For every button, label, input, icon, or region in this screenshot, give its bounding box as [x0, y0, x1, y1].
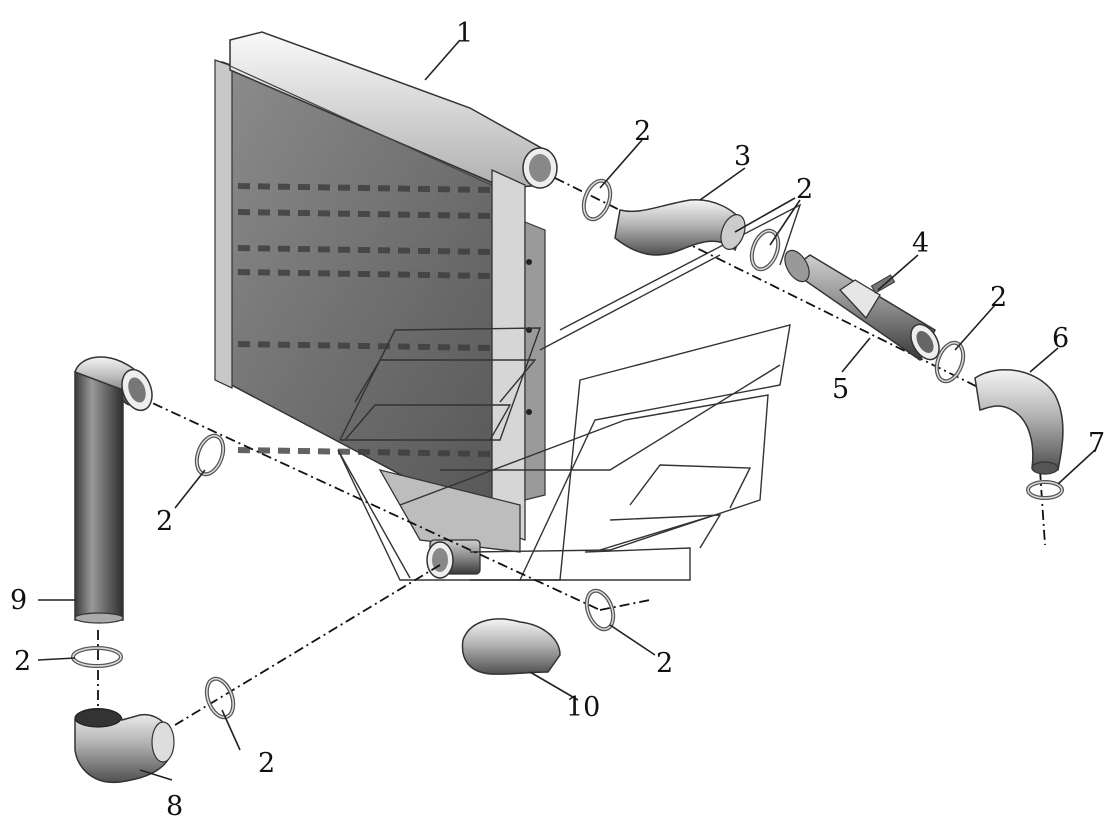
label-clamp: 2 [990, 282, 1007, 313]
label-end-clamp: 7 [1088, 428, 1105, 459]
radiator-side-plate [491, 168, 526, 541]
clamp-upper-left [581, 178, 613, 222]
label-clamp: 2 [14, 646, 31, 677]
label-sensor: 4 [912, 228, 929, 259]
clamp-upper-right [934, 340, 966, 384]
radiator-fin-rows [237, 183, 491, 457]
hose-clamps [71, 178, 1064, 720]
label-clamp: 2 [258, 748, 275, 779]
metal-pipe [784, 249, 940, 362]
sensor [870, 274, 896, 294]
clamp-end [1026, 480, 1064, 500]
bracket-outlines [337, 203, 802, 581]
radiator-left-frame [214, 59, 233, 389]
label-elbow-hose: 6 [1052, 323, 1069, 354]
label-short-elbow: 10 [566, 692, 600, 723]
short-elbow [461, 618, 561, 675]
callout-labels: 1 2 3 2 4 2 6 5 7 2 9 2 2 10 2 8 [10, 18, 1105, 822]
label-clamp: 2 [634, 116, 651, 147]
radiator-bottom-tank [378, 468, 521, 553]
label-radiator: 1 [456, 18, 473, 49]
vertical-pipe [74, 356, 153, 624]
clamp-bottom-right [584, 588, 616, 632]
label-clamp: 2 [156, 506, 173, 537]
label-pipe: 5 [832, 374, 849, 405]
clamp-left-upper [194, 433, 226, 477]
label-upper-hose: 3 [734, 141, 751, 172]
elbow-hose [974, 369, 1064, 475]
radiator [214, 31, 558, 579]
label-clamp: 2 [656, 648, 673, 679]
leader-lines [37, 39, 1096, 781]
label-lower-elbow: 8 [166, 791, 183, 822]
clamp-upper-mid [749, 228, 781, 272]
clamp-left-lower [71, 646, 123, 668]
label-clamp: 2 [796, 174, 813, 205]
clamp-bottom-left [204, 676, 236, 720]
label-vertical-pipe: 9 [10, 585, 27, 616]
upper-hose [614, 199, 746, 256]
lower-elbow [74, 708, 175, 784]
